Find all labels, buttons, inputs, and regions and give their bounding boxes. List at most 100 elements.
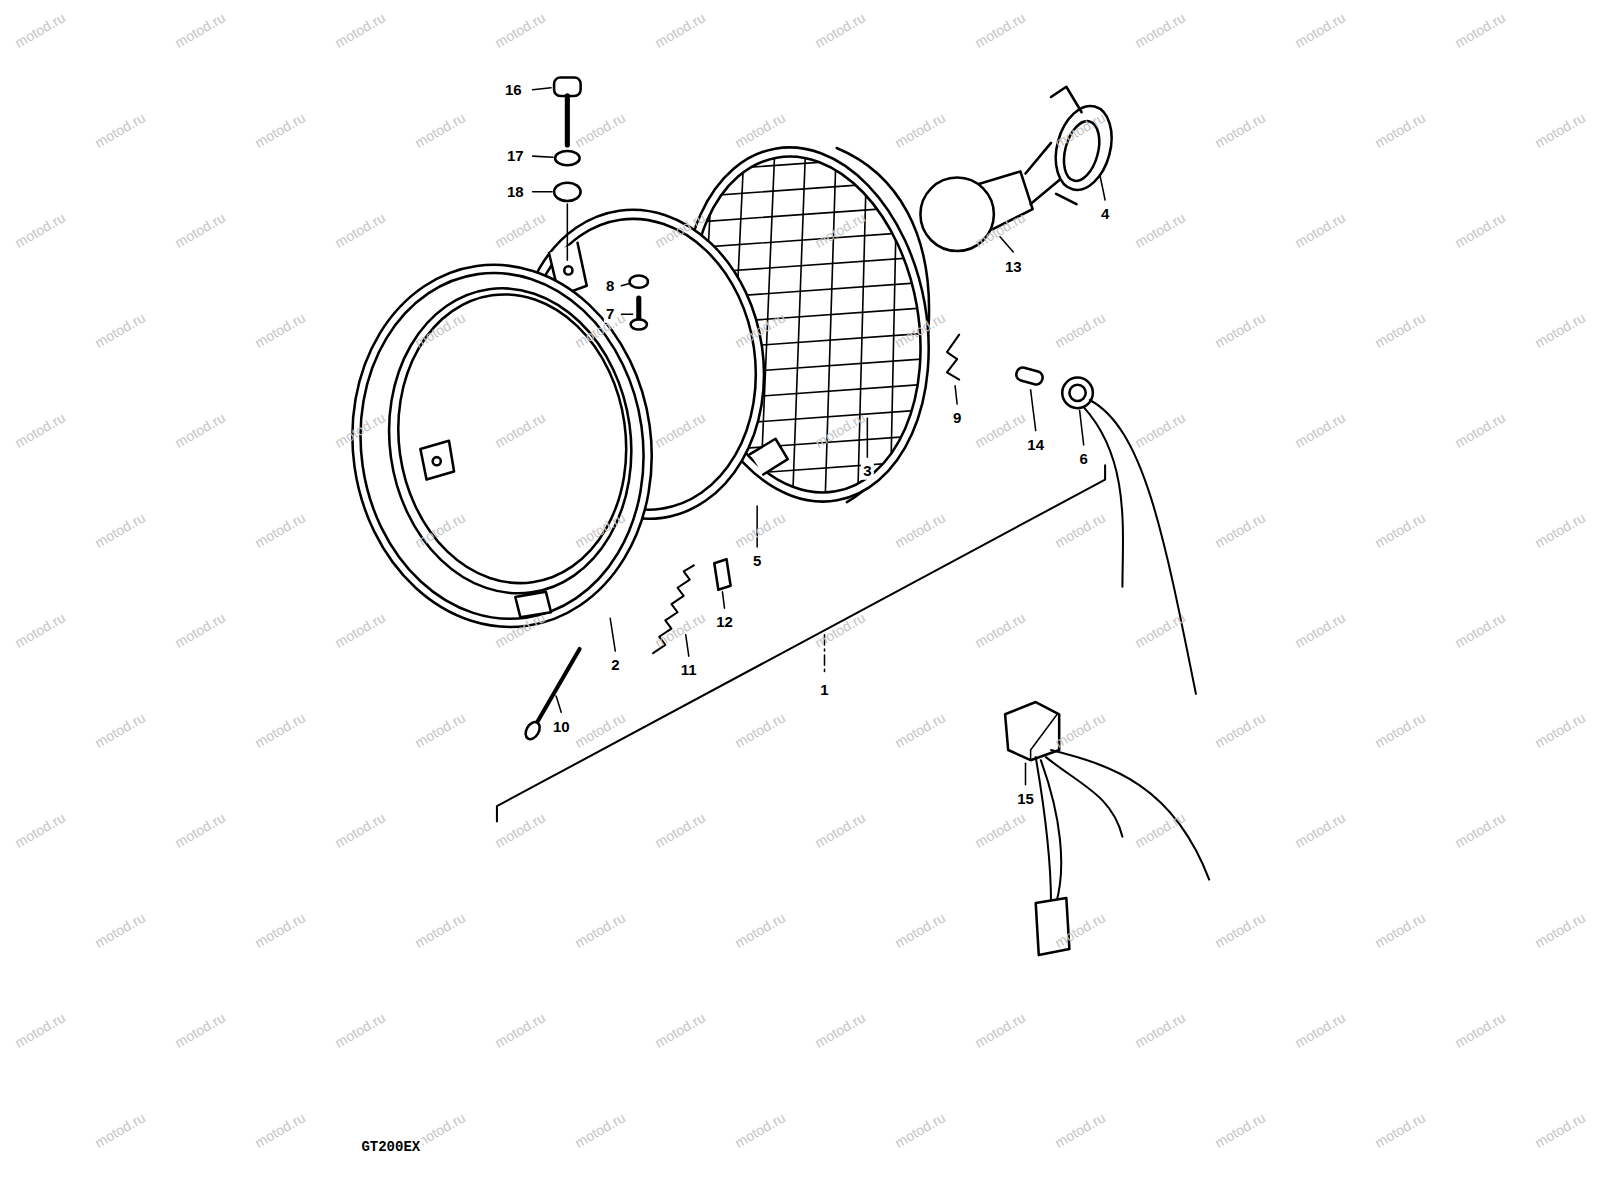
watermark: motod.ru (1292, 209, 1348, 250)
callout-number: 8 (604, 277, 616, 294)
watermark: motod.ru (1372, 109, 1428, 150)
callout-number: 10 (551, 718, 572, 735)
watermark: motod.ru (732, 909, 788, 950)
rim-clip-hole (433, 457, 441, 465)
watermark: motod.ru (652, 9, 708, 50)
watermark: motod.ru (1532, 1109, 1588, 1150)
callout-number: 2 (609, 657, 621, 674)
watermark: motod.ru (892, 1109, 948, 1150)
watermark: motod.ru (492, 609, 548, 650)
watermark: motod.ru (12, 609, 68, 650)
watermark: motod.ru (1532, 709, 1588, 750)
watermark: motod.ru (972, 809, 1028, 850)
wire (1084, 407, 1123, 587)
watermark: motod.ru (92, 109, 148, 150)
spring-clip (947, 335, 959, 380)
watermark: motod.ru (892, 709, 948, 750)
watermark: motod.ru (1372, 909, 1428, 950)
watermark: motod.ru (972, 609, 1028, 650)
watermark: motod.ru (1452, 809, 1508, 850)
watermark: motod.ru (812, 609, 868, 650)
watermark: motod.ru (1532, 109, 1588, 150)
watermark: motod.ru (252, 1109, 308, 1150)
watermark: motod.ru (1052, 709, 1108, 750)
callout-number: 9 (951, 410, 963, 427)
watermark: motod.ru (172, 1009, 228, 1050)
watermark: motod.ru (1052, 909, 1108, 950)
watermark: motod.ru (92, 1109, 148, 1150)
watermark: motod.ru (1132, 1009, 1188, 1050)
callout-number: 15 (1015, 791, 1036, 808)
watermark: motod.ru (1532, 509, 1588, 550)
lock-washer (555, 151, 579, 165)
rim-inner-lip (380, 280, 645, 599)
watermark: motod.ru (652, 409, 708, 450)
watermark: motod.ru (892, 309, 948, 350)
watermark: motod.ru (492, 809, 548, 850)
watermark: motod.ru (492, 409, 548, 450)
watermark: motod.ru (1292, 1009, 1348, 1050)
watermark: motod.ru (12, 809, 68, 850)
watermark: motod.ru (172, 9, 228, 50)
watermark: motod.ru (252, 709, 308, 750)
watermark: motod.ru (732, 1109, 788, 1150)
watermark: motod.ru (92, 709, 148, 750)
watermark: motod.ru (972, 1009, 1028, 1050)
watermark: motod.ru (1292, 409, 1348, 450)
watermark: motod.ru (572, 909, 628, 950)
watermark: motod.ru (172, 609, 228, 650)
watermark: motod.ru (12, 209, 68, 250)
watermark: motod.ru (172, 409, 228, 450)
watermark: motod.ru (1132, 209, 1188, 250)
watermark: motod.ru (412, 509, 468, 550)
callout-number: 4 (1099, 206, 1111, 223)
watermark: motod.ru (332, 609, 388, 650)
watermark: motod.ru (732, 509, 788, 550)
watermark: motod.ru (812, 409, 868, 450)
callout-number: 11 (679, 662, 699, 679)
housing-tab (750, 439, 788, 475)
rim-outer (329, 245, 675, 646)
watermark: motod.ru (12, 9, 68, 50)
watermark: motod.ru (332, 1009, 388, 1050)
watermark: motod.ru (1052, 109, 1108, 150)
watermark: motod.ru (1132, 409, 1188, 450)
watermark: motod.ru (972, 9, 1028, 50)
watermark: motod.ru (1212, 709, 1268, 750)
rim-inner (370, 272, 651, 609)
watermark: motod.ru (812, 1009, 868, 1050)
watermark: motod.ru (492, 9, 548, 50)
watermark: motod.ru (652, 1009, 708, 1050)
watermark: motod.ru (732, 709, 788, 750)
rim-edge (338, 255, 665, 638)
model-code: GT200EX (359, 1139, 422, 1155)
wire (1051, 750, 1209, 880)
rim-clip (420, 441, 454, 480)
callout-number: 13 (1003, 259, 1024, 276)
watermark: motod.ru (412, 709, 468, 750)
watermark: motod.ru (1052, 509, 1108, 550)
watermark: motod.ru (332, 9, 388, 50)
callout-number: 6 (1078, 451, 1090, 468)
watermark: motod.ru (92, 509, 148, 550)
connector (1005, 702, 1059, 760)
watermark: motod.ru (1372, 1109, 1428, 1150)
watermark: motod.ru (1132, 9, 1188, 50)
pilot-bulb (1015, 366, 1044, 386)
watermark: motod.ru (412, 309, 468, 350)
watermark: motod.ru (1372, 509, 1428, 550)
watermark: motod.ru (572, 1109, 628, 1150)
watermark: motod.ru (1212, 109, 1268, 150)
clip (714, 559, 730, 590)
watermark: motod.ru (92, 909, 148, 950)
callout-number: 7 (604, 306, 616, 323)
watermark: motod.ru (652, 609, 708, 650)
watermark: motod.ru (572, 709, 628, 750)
watermark: motod.ru (812, 209, 868, 250)
callout-number: 16 (503, 82, 524, 99)
watermark: motod.ru (252, 309, 308, 350)
watermark: motod.ru (652, 809, 708, 850)
watermark: motod.ru (172, 809, 228, 850)
watermark: motod.ru (1212, 509, 1268, 550)
watermark: motod.ru (92, 309, 148, 350)
